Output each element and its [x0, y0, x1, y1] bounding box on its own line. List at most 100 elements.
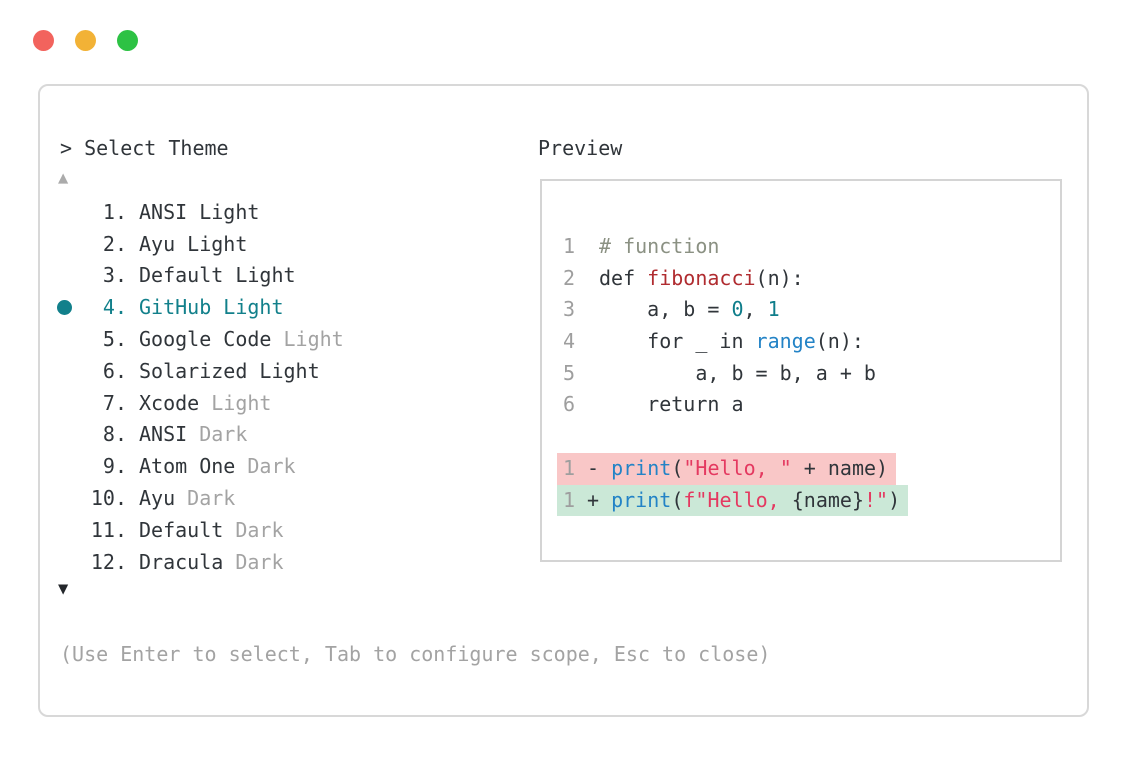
option-number: 4. [102, 295, 127, 320]
code-token: range [755, 329, 816, 354]
line-number: 6 [563, 392, 576, 417]
option-variant: Light [259, 358, 320, 383]
theme-option[interactable]: 1. ANSI Light [40, 196, 510, 228]
line-number: 5 [563, 360, 576, 385]
option-variant: Dark [247, 454, 296, 479]
option-number: 6. [102, 358, 127, 383]
option-variant: Light [187, 231, 248, 256]
code-token: (n): [815, 329, 864, 354]
option-number: 11. [90, 517, 127, 542]
option-name: Atom One Dark [139, 454, 296, 479]
theme-list: 1. ANSI Light 2. Ayu Light 3. Default Light 4.… [40, 196, 510, 578]
code-token: (n): [755, 265, 804, 290]
option-variant: Dark [235, 517, 284, 542]
theme-option[interactable]: 2. Ayu Light [40, 228, 510, 260]
option-number: 9. [102, 454, 127, 479]
code-line: 3 a, b = 0, 1 [563, 294, 1060, 326]
theme-option[interactable]: 12.Dracula Dark [40, 546, 510, 578]
traffic-light-close-button[interactable] [33, 30, 54, 51]
option-variant: Light [199, 199, 260, 224]
option-name: Default Light [139, 263, 296, 288]
code-token: fibonacci [647, 265, 756, 290]
code-token: + [587, 487, 612, 512]
code-token: a, b = [599, 297, 732, 322]
theme-option[interactable]: 7. Xcode Light [40, 387, 510, 419]
theme-option[interactable]: 9. Atom One Dark [40, 450, 510, 482]
option-number: 1. [102, 199, 127, 224]
option-variant: Dark [187, 486, 236, 511]
theme-option[interactable]: 11. Default Dark [40, 514, 510, 546]
option-number: 5. [102, 327, 127, 352]
preview-label: Preview [538, 136, 623, 160]
option-number: 12. [90, 549, 127, 574]
code-token: def [599, 265, 648, 290]
option-variant: Dark [235, 549, 284, 574]
option-variant: Light [283, 327, 344, 352]
line-number: 2 [563, 265, 576, 290]
option-number: 3. [102, 263, 127, 288]
traffic-light-minimize-button[interactable] [75, 30, 96, 51]
option-variant: Light [211, 390, 272, 415]
window-controls [33, 30, 138, 51]
option-name: Google Code Light [139, 327, 344, 352]
option-name: GitHub Light [139, 295, 284, 320]
code-token: f"Hello, [683, 487, 792, 512]
line-number: 3 [563, 297, 576, 322]
theme-prompt: > Select Theme [60, 136, 229, 160]
theme-option[interactable]: 6. Solarized Light [40, 355, 510, 387]
theme-option[interactable]: 8. ANSI Dark [40, 419, 510, 451]
traffic-light-zoom-button[interactable] [117, 30, 138, 51]
code-line: 6 return a [563, 389, 1060, 421]
code-token: !" [863, 487, 889, 512]
code-token: # function [599, 234, 720, 258]
option-number: 2. [102, 231, 127, 256]
theme-selector-panel: > Select Theme Preview ▲ 1. ANSI Light 2. A… [38, 84, 1089, 717]
dot-icon [57, 299, 72, 315]
code-line: 2 def fibonacci(n): [563, 263, 1060, 295]
option-name: ANSI Light [139, 199, 260, 224]
theme-option[interactable]: 10. Ayu Dark [40, 482, 510, 514]
diff-highlight: 1+ print(f"Hello, {name}!") [557, 484, 909, 517]
code-line: 4 for _ in range(n): [563, 326, 1060, 358]
code-line [563, 421, 1060, 453]
diff-removed-line: 1- print("Hello, " + name) [557, 452, 1060, 485]
line-number: 1 [563, 487, 576, 512]
code-token: , [743, 297, 768, 322]
option-name: Xcode Light [139, 390, 272, 415]
option-name: Solarized Light [139, 358, 320, 383]
theme-option[interactable]: 5. Google Code Light [40, 323, 510, 355]
line-number: 1 [563, 455, 576, 480]
diff-highlight: 1- print("Hello, " + name) [557, 452, 897, 485]
code-token: - [587, 455, 612, 480]
theme-option[interactable]: 3. Default Light [40, 260, 510, 292]
option-name: ANSI Dark [139, 422, 248, 447]
option-name: Ayu Light [139, 231, 248, 256]
code-token: "Hello, " [683, 455, 792, 480]
code-token: ) [888, 487, 901, 512]
option-number: 8. [102, 422, 127, 447]
option-variant: Dark [199, 422, 248, 447]
code-token: for _ in [599, 329, 756, 354]
code-line: 5 a, b = b, a + b [563, 358, 1060, 390]
code-token: + name) [791, 455, 889, 480]
option-variant: Light [235, 263, 296, 288]
scroll-down-icon[interactable]: ▼ [58, 579, 69, 599]
option-number: 10. [90, 486, 127, 511]
diff-added-line: 1+ print(f"Hello, {name}!") [557, 484, 1060, 517]
option-name: Ayu Dark [139, 486, 236, 511]
code-token: print [611, 455, 672, 480]
option-name: Default Dark [139, 517, 284, 542]
code-token: ( [671, 455, 684, 480]
code-token: print [611, 487, 672, 512]
code-token: return a [599, 392, 744, 417]
code-token: 1 [767, 297, 780, 322]
line-number: 4 [563, 329, 576, 354]
code-line: 1# function [563, 231, 1060, 263]
selected-dot-icon [57, 299, 83, 315]
scroll-up-icon[interactable]: ▲ [58, 168, 69, 188]
theme-option[interactable]: 4. GitHub Light [40, 291, 510, 323]
option-number: 7. [102, 390, 127, 415]
